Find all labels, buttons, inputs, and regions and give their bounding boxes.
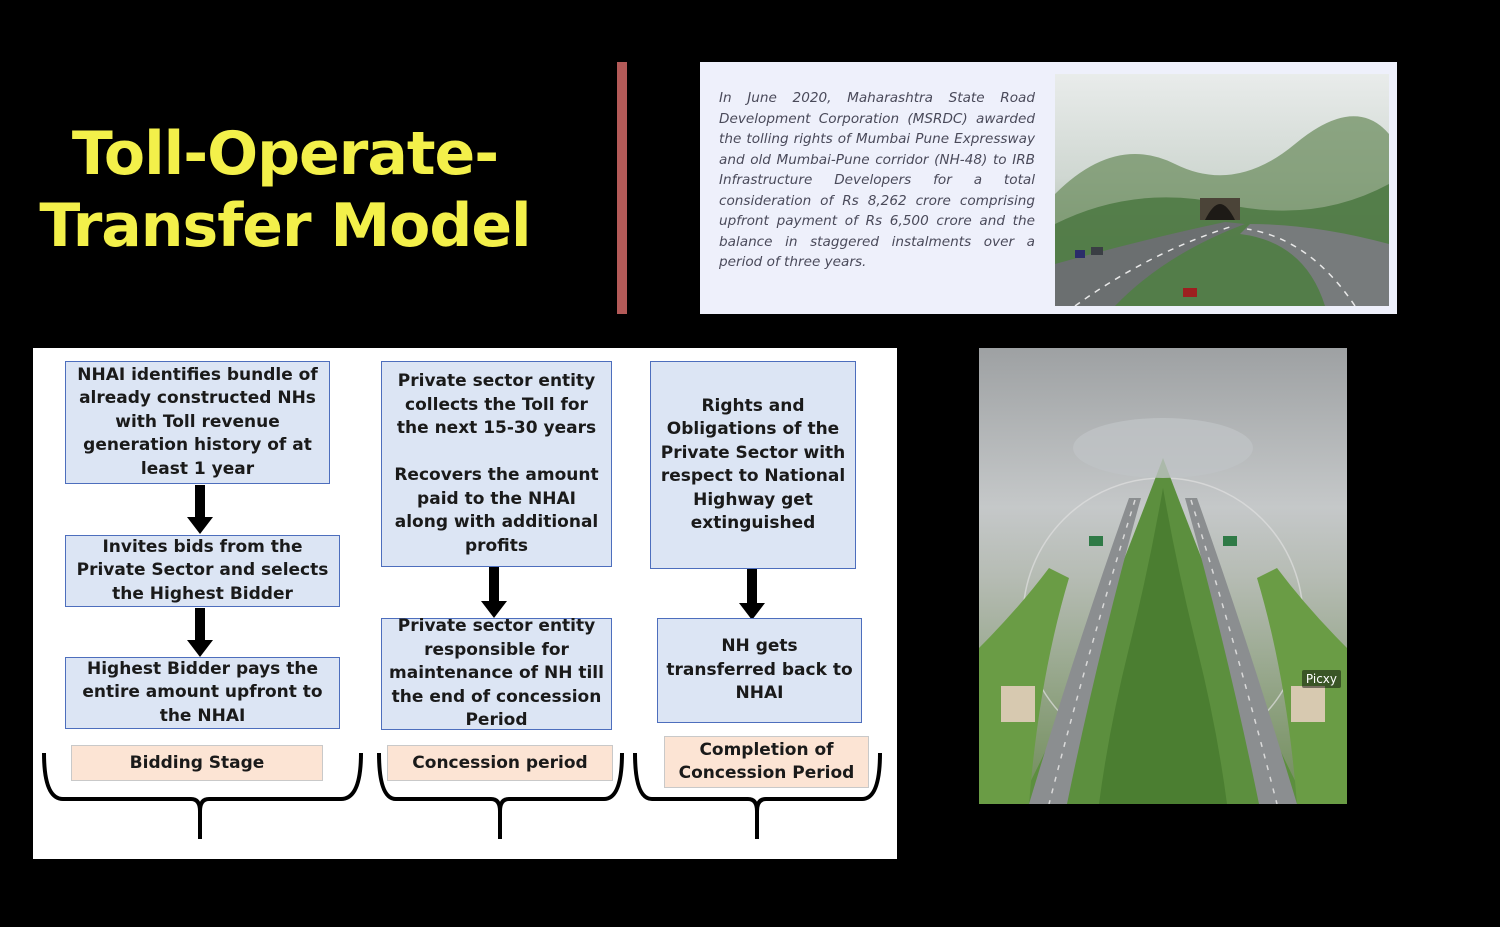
mirrored-expressway-photo: Picxy [979, 348, 1347, 804]
down-arrow-icon [187, 485, 213, 534]
brace-icon [633, 752, 882, 839]
news-text: In June 2020, Maharashtra State Road Dev… [719, 90, 1035, 270]
brace-icon [42, 752, 363, 839]
expressway-photo-small-illustration [1055, 74, 1389, 306]
down-arrow-icon [739, 569, 765, 620]
photo-watermark: Picxy [1301, 670, 1341, 688]
news-card: In June 2020, Maharashtra State Road Dev… [700, 62, 1397, 314]
tot-flowchart: NHAI identifies bundle of already constr… [33, 348, 897, 859]
slide-title: Toll-Operate- Transfer Model [39, 119, 531, 261]
flow-box-maintenance: Private sector entity responsible for ma… [381, 616, 612, 730]
flow-box-transferred-back: NH gets transferred back to NHAI [657, 618, 862, 723]
vertical-divider [617, 62, 627, 314]
down-arrow-icon [481, 567, 507, 618]
stage-label-completion: Completion of Concession Period [664, 736, 869, 788]
expressway-photo-small [1055, 74, 1389, 306]
flow-box-pays-upfront: Highest Bidder pays the entire amount up… [65, 657, 340, 729]
brace-icon [377, 752, 624, 839]
flow-box-identify-bundle: NHAI identifies bundle of already constr… [65, 361, 330, 484]
down-arrow-icon [187, 608, 213, 657]
flow-box-invite-bids: Invites bids from the Private Sector and… [65, 535, 340, 607]
flow-box-rights-extinguished: Rights and Obligations of the Private Se… [650, 361, 856, 569]
mirrored-expressway-illustration [979, 348, 1347, 804]
flow-box-collect-toll: Private sector entity collects the Toll … [381, 361, 612, 567]
stage-label-bidding: Bidding Stage [71, 745, 323, 781]
stage-label-concession: Concession period [387, 745, 613, 781]
